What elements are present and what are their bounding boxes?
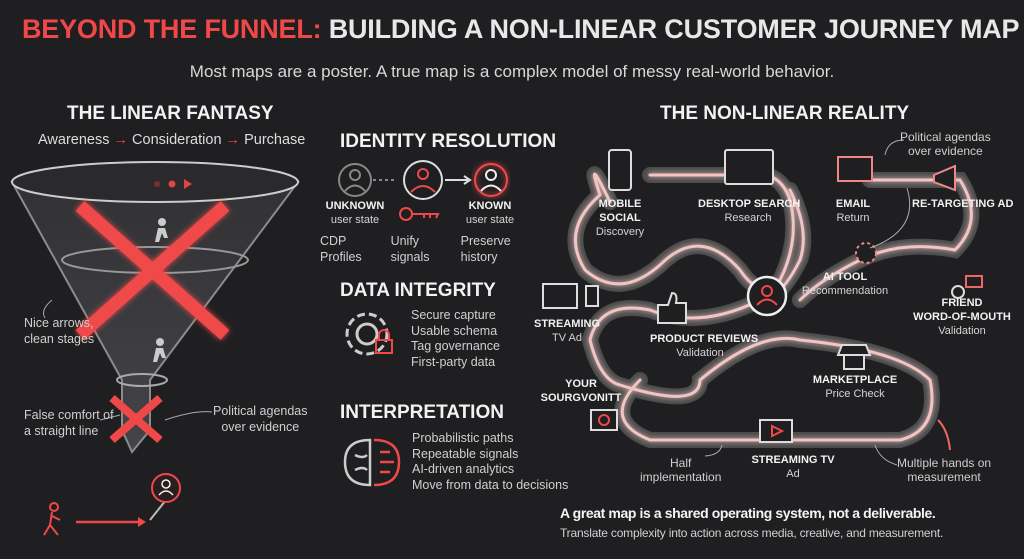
annotation-political: Political agendas over evidence <box>213 404 308 434</box>
smartphone-icon <box>608 149 632 191</box>
annotation-half-implementation: Half implementation <box>640 456 722 484</box>
annotation-political-agendas: Political agendas over evidence <box>900 130 991 158</box>
node-title: MARKETPLACE <box>812 374 898 386</box>
gear-lock-icon <box>345 312 393 356</box>
key-icon <box>399 207 440 221</box>
megaphone-icon <box>933 164 956 192</box>
node-subtitle: Price Check <box>825 388 885 400</box>
linear-heading: THE LINEAR FANTASY <box>67 103 274 124</box>
node-title: YOUR SOURGVONITT <box>540 378 622 404</box>
email-icon <box>837 156 873 182</box>
node-title: STREAMING TV <box>751 454 835 466</box>
node-subtitle: Discovery <box>595 226 645 238</box>
desktop-icon <box>724 149 774 185</box>
node-title: DESKTOP SEARCH <box>698 198 801 210</box>
unknown-user-icon <box>338 163 372 197</box>
annotation-nice-arrows: Nice arrows, clean stages <box>24 316 95 346</box>
annotation-multiple-hands: Multiple hands on measurement <box>897 456 992 484</box>
walking-person-icon <box>153 338 166 362</box>
node-title: FRIEND WORD-OF-MOUTH <box>913 297 1011 323</box>
nonlinear-heading: THE NON-LINEAR REALITY <box>660 103 910 124</box>
node-title: AI TOOL <box>822 271 868 283</box>
journey-node-label: AI TOOL Recommendation <box>795 270 895 298</box>
node-subtitle: Ad <box>786 468 800 480</box>
node-title: MOBILE SOCIAL <box>598 198 642 224</box>
journey-node-label: DESKTOP SEARCH Research <box>698 197 801 225</box>
node-subtitle: Validation <box>676 347 724 359</box>
footer-headline: A great map is a shared operating system… <box>560 505 936 521</box>
journey-node-label: EMAIL Return <box>803 197 903 225</box>
journey-node-label: PRODUCT REVIEWS Validation <box>650 332 758 360</box>
known-user-icon <box>474 163 508 197</box>
hands-icon <box>937 419 951 451</box>
walking-person-icon <box>155 218 168 242</box>
friend-chat-icon <box>951 285 965 299</box>
page-title: BEYOND THE FUNNEL: BUILDING A NON-LINEAR… <box>22 14 1020 44</box>
cross-out-large-icon <box>75 201 230 340</box>
journey-node-label: RE-TARGETING AD <box>912 197 1014 211</box>
store-icon <box>836 344 872 370</box>
node-title: PRODUCT REVIEWS <box>650 333 759 345</box>
journey-node-label: FRIEND WORD-OF-MOUTH Validation <box>912 296 1012 338</box>
tv-phone-icon <box>542 283 578 309</box>
funnel-body <box>10 181 300 454</box>
journey-node-label: STREAMING TV Ad <box>517 317 617 345</box>
annotation-false-comfort: False comfort of a straight line <box>24 408 114 438</box>
interpretation-heading: INTERPRETATION <box>340 402 504 423</box>
journey-node-label: STREAMING TV Ad <box>743 453 843 481</box>
thumbs-up-icon <box>657 291 687 324</box>
node-title: EMAIL <box>835 198 871 210</box>
linear-stages: Awareness → Consideration → Purchase <box>38 132 306 148</box>
integrity-heading: DATA INTEGRITY <box>340 280 496 301</box>
brain-icon <box>343 438 401 487</box>
walking-person-red-icon <box>43 502 61 536</box>
footer-subtext: Translate complexity into action across … <box>560 526 944 540</box>
unifying-user-icon <box>403 160 443 200</box>
node-subtitle: Validation <box>938 325 986 337</box>
identity-heading: IDENTITY RESOLUTION <box>340 131 557 152</box>
journey-node-label: YOUR SOURGVONITT <box>531 377 631 405</box>
cross-out-small-icon <box>109 394 163 444</box>
ai-network-icon <box>855 242 877 264</box>
journey-node-label: MARKETPLACE Price Check <box>805 373 905 401</box>
node-title: RE-TARGETING AD <box>912 198 1014 210</box>
node-subtitle: TV Ad <box>552 332 582 344</box>
node-subtitle: Research <box>724 212 772 224</box>
page-subtitle: Most maps are a poster. A true map is a … <box>189 62 835 81</box>
node-subtitle: Recommendation <box>801 285 889 297</box>
node-title: STREAMING <box>534 318 600 330</box>
journey-node-label: MOBILE SOCIAL Discovery <box>570 197 670 239</box>
node-subtitle: Return <box>836 212 870 224</box>
